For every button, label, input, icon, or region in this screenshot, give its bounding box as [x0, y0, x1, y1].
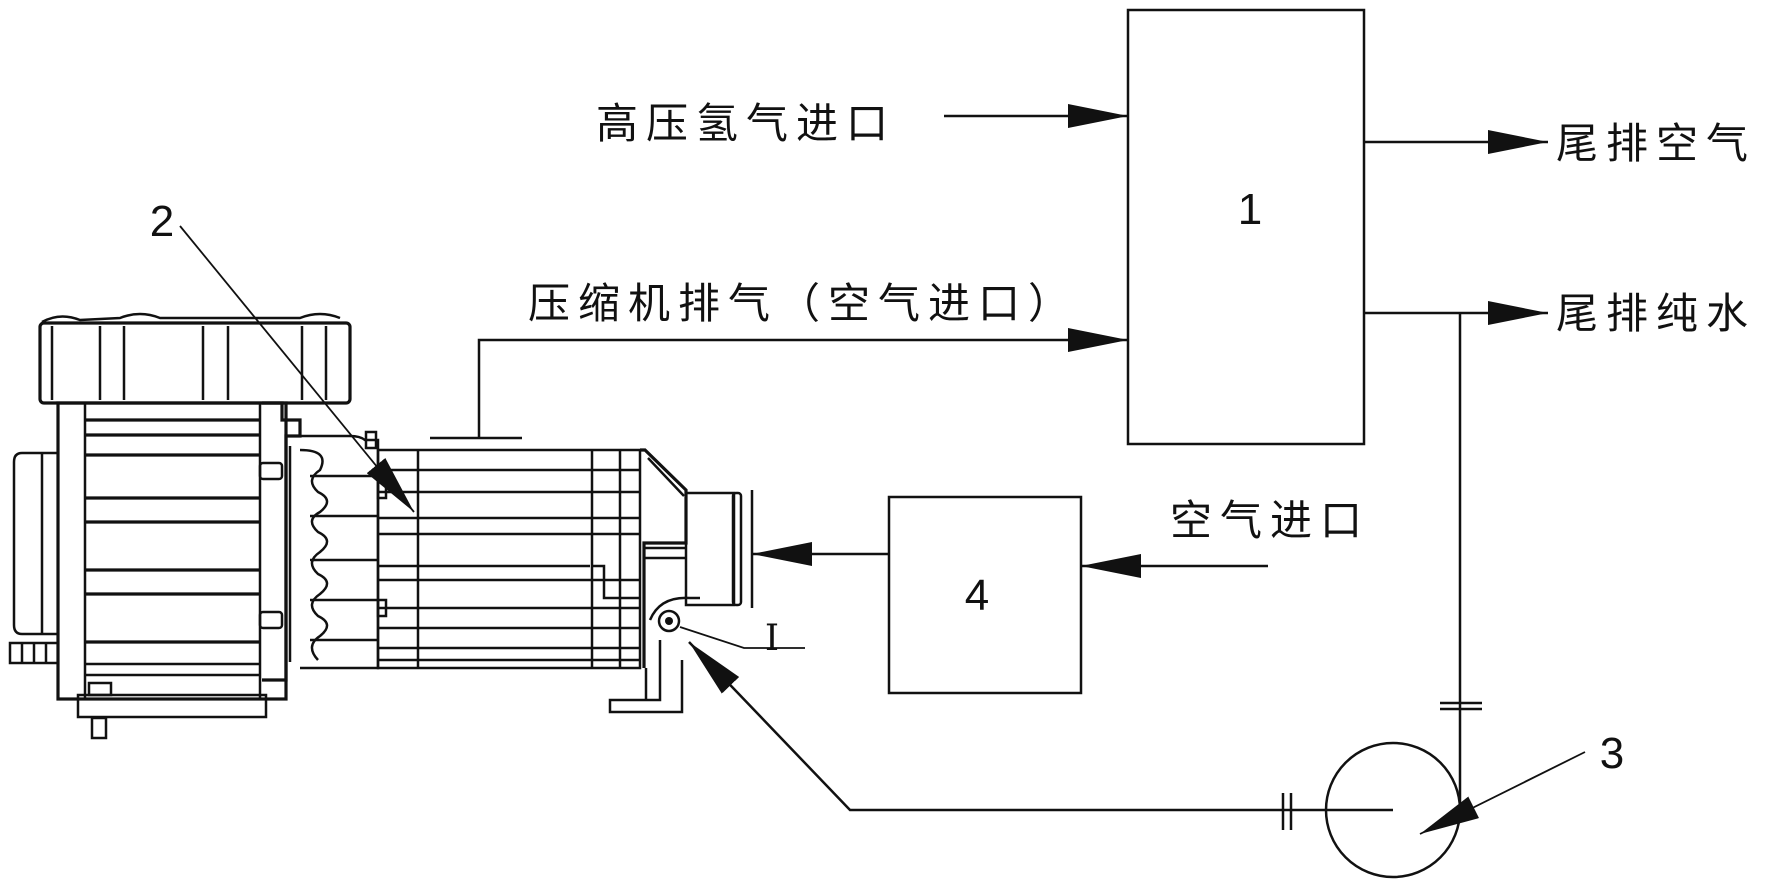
compressor-inlet-housing — [608, 448, 743, 714]
compressor-exhaust-label: 压缩机排气（空气进口） — [528, 279, 1078, 328]
exhaust-air-flow: 尾排空气 — [1364, 119, 1756, 168]
pump-to-compressor-arrow — [688, 641, 1326, 812]
filter-to-compressor-flow — [750, 490, 889, 608]
component-4-box: 4 — [887, 495, 1083, 695]
motor-housing — [8, 401, 288, 740]
motor-fan-cover — [38, 312, 352, 405]
component-2-leader — [179, 225, 415, 513]
air-inlet-label: 空气进口 — [1170, 496, 1370, 545]
component-3-label: 3 — [1600, 729, 1624, 778]
hydrogen-inlet-flow: 高压氢气进口 — [596, 99, 1128, 148]
compressor-flange — [258, 401, 388, 682]
hydrogen-inlet-label: 高压氢气进口 — [596, 99, 896, 148]
section-mark-leader — [679, 626, 805, 649]
component-2-callout: 2 — [150, 197, 415, 513]
exhaust-water-label: 尾排纯水 — [1556, 289, 1756, 338]
component-1-box: 1 — [1126, 8, 1366, 446]
air-inlet-flow: 空气进口 — [1081, 496, 1370, 578]
component-2-label: 2 — [150, 197, 174, 246]
compressor-exhaust-arrow — [477, 328, 1128, 438]
section-mark: I — [679, 618, 805, 659]
section-mark-label: I — [765, 618, 779, 659]
pump-to-compressor-flow — [688, 641, 1326, 830]
component-3-leader — [1419, 751, 1586, 835]
component-3-pump: 3 — [1324, 729, 1624, 879]
component-1-label: 1 — [1238, 185, 1262, 234]
component-4-label: 4 — [965, 571, 989, 620]
component-2-compressor — [8, 312, 743, 740]
compressor-exhaust-flow: 压缩机排气（空气进口） — [430, 279, 1128, 440]
exhaust-water-flow: 尾排纯水 — [1364, 289, 1756, 810]
compressor-body — [376, 448, 642, 670]
exhaust-air-label: 尾排空气 — [1556, 119, 1756, 168]
